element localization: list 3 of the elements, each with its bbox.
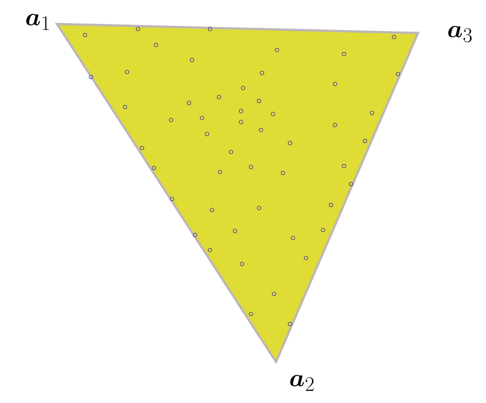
vertex-label: $\boldsymbol{a}_1$: [26, 14, 49, 30]
vertex-label: $\boldsymbol{a}_2$: [290, 374, 314, 391]
vertex-label: $\boldsymbol{a}_3$: [448, 26, 472, 42]
